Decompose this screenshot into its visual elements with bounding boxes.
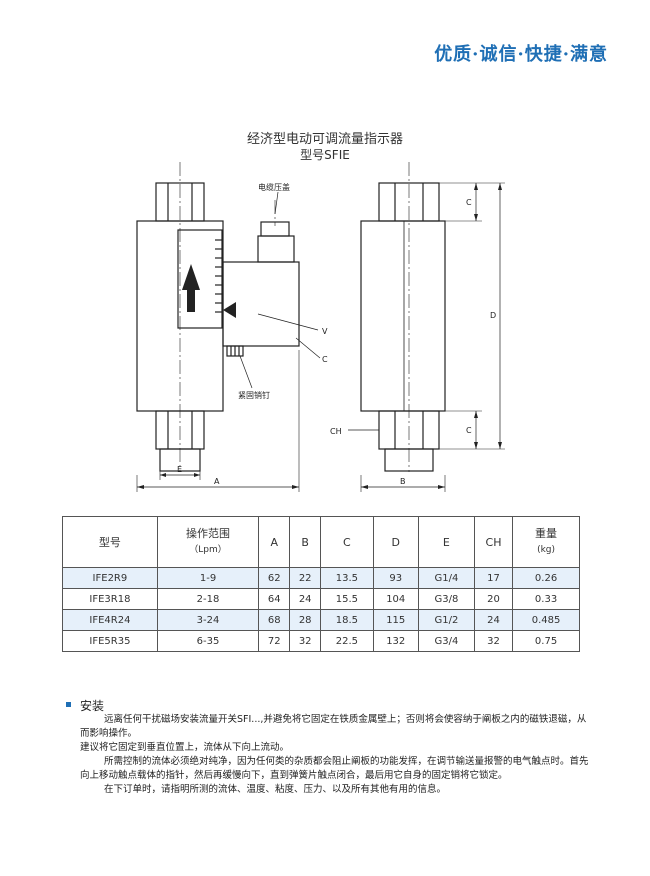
label-cable-gland: 电缆压盖: [258, 182, 290, 192]
side-body: [360, 220, 446, 412]
cell-d: 104: [372, 588, 419, 610]
cell-b: 24: [289, 588, 322, 610]
technical-drawing: 电缆压盖 V C 紧固销钉 A E B C C D CH: [136, 162, 505, 492]
cell-b: 32: [289, 630, 322, 652]
cell-d: 93: [372, 567, 419, 589]
cell-c: 13.5: [320, 567, 374, 589]
cell-range: 6-35: [156, 630, 260, 652]
spec-table: 型号 操作范围 （Lpm） A B C D E CH 重量 (kg) IFE2R9 …: [62, 516, 580, 652]
cell-e: G1/4: [417, 567, 475, 589]
label-set-screw: 紧固销钉: [238, 390, 270, 400]
cell-weight: 0.75: [512, 630, 580, 652]
cell-range: 2-18: [156, 588, 260, 610]
indicator-window: [177, 229, 223, 329]
header-range-unit: （Lpm）: [189, 545, 227, 555]
label-c-bottom: C: [466, 426, 472, 435]
cell-e: G3/8: [417, 588, 475, 610]
cell-model: IFE4R24: [62, 609, 158, 631]
table-row: IFE4R24 3-24 68 28 18.5 115 G1/2 24 0.48…: [62, 609, 580, 631]
side-bottom-stub: [384, 448, 434, 472]
install-paragraph-4: 在下订单时，请指明所测的流体、温度、粘度、压力、以及所有其他有用的信息。: [104, 784, 447, 795]
label-a: A: [214, 477, 220, 486]
cell-d: 115: [372, 609, 419, 631]
cell-a: 64: [258, 588, 291, 610]
install-paragraph-1: 远离任何干扰磁场安装流量开关SFI...,并避免将它固定在铁质金属壁上；否则将会…: [80, 714, 587, 739]
header-range: 操作范围 （Lpm）: [156, 516, 260, 568]
install-section-title: 安装: [80, 699, 105, 713]
cell-c: 15.5: [320, 588, 374, 610]
header-b: B: [289, 516, 322, 568]
cell-ch: 32: [473, 630, 514, 652]
cell-model: IFE5R35: [62, 630, 158, 652]
cell-e: G1/2: [417, 609, 475, 631]
drawing-title: 经济型电动可调流量指示器: [246, 132, 403, 147]
cell-range: 1-9: [156, 567, 260, 589]
gland-neck: [257, 235, 295, 263]
install-paragraph-2: 建议将它固定到垂直位置上，流体从下向上流动。: [80, 742, 290, 753]
cell-c: 18.5: [320, 609, 374, 631]
flow-arrow-head: [182, 264, 200, 290]
cell-e: G3/4: [417, 630, 475, 652]
cell-range: 3-24: [156, 609, 260, 631]
cell-model: IFE2R9: [62, 567, 158, 589]
cell-b: 22: [289, 567, 322, 589]
drawing-subtitle: 型号SFIE: [300, 148, 350, 162]
header-weight: 重量 (kg): [512, 516, 580, 568]
label-d: D: [490, 311, 496, 320]
label-ch: CH: [330, 427, 342, 436]
pointer-arrow: [223, 302, 236, 318]
table-header-row: 型号 操作范围 （Lpm） A B C D E CH 重量 (kg): [62, 516, 580, 568]
flow-arrow-shaft: [187, 288, 195, 312]
label-e: E: [177, 465, 182, 474]
cell-weight: 0.26: [512, 567, 580, 589]
section-bullet: [66, 702, 71, 707]
cell-model: IFE3R18: [62, 588, 158, 610]
label-c-front: C: [322, 355, 328, 364]
label-v: V: [322, 327, 328, 336]
header-c: C: [320, 516, 374, 568]
cell-b: 28: [289, 609, 322, 631]
front-bottom-stub: [159, 448, 201, 472]
cell-a: 72: [258, 630, 291, 652]
header-weight-unit: (kg): [537, 545, 556, 555]
cell-weight: 0.33: [512, 588, 580, 610]
cell-a: 68: [258, 609, 291, 631]
cell-ch: 24: [473, 609, 514, 631]
cell-ch: 20: [473, 588, 514, 610]
cell-d: 132: [372, 630, 419, 652]
header-weight-label: 重量: [535, 527, 558, 540]
slogan: 优质·诚信·快捷·满意: [434, 44, 608, 65]
cell-c: 22.5: [320, 630, 374, 652]
header-model: 型号: [62, 516, 158, 568]
table-row: IFE5R35 6-35 72 32 22.5 132 G3/4 32 0.75: [62, 630, 580, 652]
table-row: IFE2R9 1-9 62 22 13.5 93 G1/4 17 0.26: [62, 567, 580, 589]
install-paragraph-3: 所需控制的流体必须绝对纯净，因为任何类的杂质都会阻止阐板的功能发挥，在调节输送量…: [80, 756, 589, 781]
cell-ch: 17: [473, 567, 514, 589]
cell-a: 62: [258, 567, 291, 589]
header-a: A: [258, 516, 291, 568]
cell-weight: 0.485: [512, 609, 580, 631]
label-b: B: [400, 477, 406, 486]
header-range-label: 操作范围: [186, 527, 231, 540]
label-c-top: C: [466, 198, 472, 207]
install-instructions: 远离任何干扰磁场安装流量开关SFI...,并避免将它固定在铁质金属壁上；否则将会…: [80, 713, 590, 797]
table-row: IFE3R18 2-18 64 24 15.5 104 G3/8 20 0.33: [62, 588, 580, 610]
header-d: D: [372, 516, 419, 568]
header-ch: CH: [473, 516, 514, 568]
header-e: E: [417, 516, 475, 568]
